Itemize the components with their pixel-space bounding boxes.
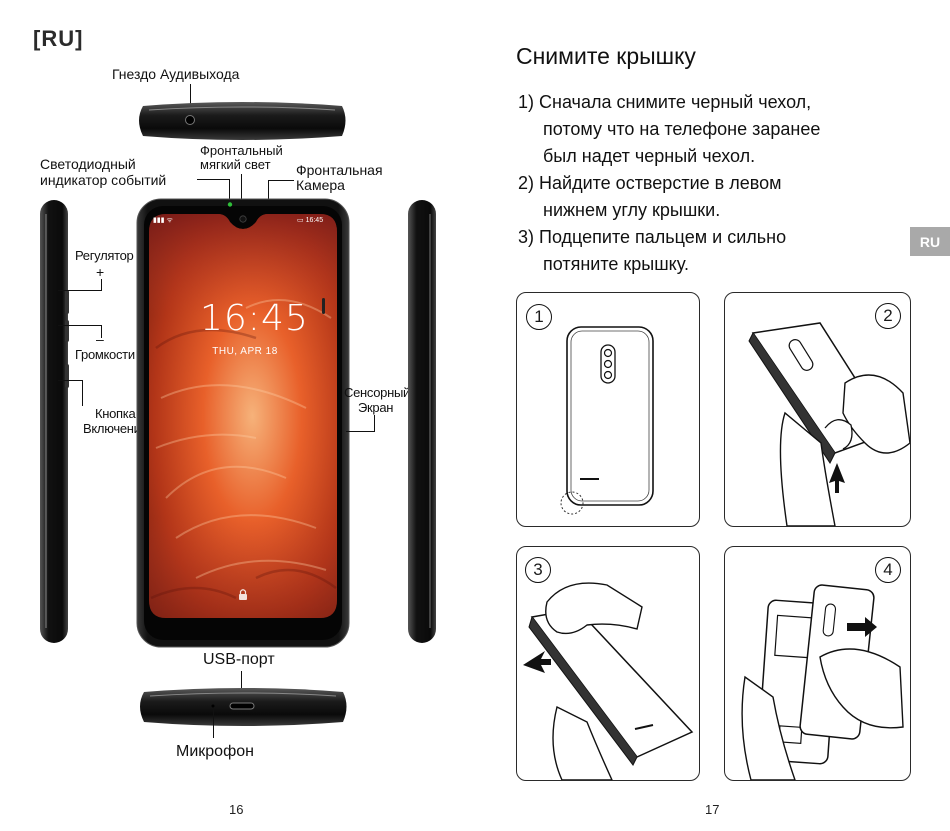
phone-right-side (408, 200, 436, 643)
led-indicator-icon (227, 202, 233, 207)
audio-jack-icon (185, 115, 195, 125)
step-2-line1: 2) Найдите остверстие в левом (518, 173, 782, 193)
power-key (65, 364, 69, 388)
section-title: Снимите крышку (516, 43, 696, 69)
phone-bottom-edge (140, 688, 347, 726)
lock-icon (239, 594, 247, 600)
front-camera-icon (239, 215, 247, 223)
label-power-line1: Кнопка (94, 406, 136, 421)
battery-icon: ▭ (297, 217, 304, 224)
step-3: 3) Подцепите пальцем и сильно потяните к… (518, 224, 820, 278)
lockscreen-clock: 16:45 (200, 298, 309, 339)
step-1: 1) Сначала снимите черный чехол, потому … (518, 89, 820, 170)
lockscreen-date: THU, APR 18 (212, 346, 278, 357)
status-bar-signal: ▮▮▮ ᯤ (153, 217, 173, 224)
label-led-line2: индикатор событий (40, 172, 167, 188)
leader-usb (241, 671, 243, 705)
label-touch-line2: Экран (358, 400, 394, 415)
illustration-panel-4: 4 (724, 546, 911, 781)
label-touch-line1: Сенсорный (344, 385, 410, 400)
label-touch-screen: Сенсорный Экран (344, 385, 410, 415)
language-side-tab: RU (910, 227, 950, 256)
leader-front-light (241, 174, 243, 204)
panel-2-number: 2 (875, 303, 901, 329)
leader-volume-plus-v (101, 279, 103, 291)
illustration-panel-1: 1 (516, 292, 700, 527)
language-tag: [RU] (33, 26, 84, 51)
notch-hole-highlight (560, 491, 584, 515)
status-bar-right: ▭ 16:45 (297, 216, 323, 224)
pull-cover-illustration (523, 582, 694, 780)
step-1-line3: был надет черный чехол. (543, 146, 756, 166)
step-1-line1: 1) Сначала снимите черный чехол, (518, 92, 812, 112)
label-power: Кнопка Включения (83, 406, 148, 436)
step-3-line1: 3) Подцепите пальцем и сильно (518, 227, 787, 247)
label-front-light-line2: мягкий свет (200, 157, 271, 172)
step-2: 2) Найдите остверстие в левом нижнем угл… (518, 170, 820, 224)
leader-camera-h (268, 180, 294, 182)
leader-touch-v (374, 415, 376, 431)
label-usb-port: USB-порт (203, 651, 275, 668)
volume-down-key (65, 320, 69, 342)
illustration-panel-2: 2 (724, 292, 911, 527)
label-volume-bottom: Громкости (75, 347, 135, 362)
panel-3-number: 3 (525, 557, 551, 583)
page-number-left: 16 (229, 802, 244, 817)
label-microphone: Микрофон (176, 743, 254, 760)
volume-up-key (65, 290, 69, 314)
label-led-indicator: Светодиодный индикатор событий (40, 156, 166, 188)
usb-port-icon (229, 702, 255, 710)
step-3-line2: потяните крышку. (543, 254, 689, 274)
leader-led-h (197, 179, 229, 181)
leader-volume-minus-v (101, 325, 103, 338)
microphone-hole-icon (211, 704, 215, 708)
step-2-line2: нижнем углу крышки. (543, 200, 721, 220)
leader-power-v (82, 380, 84, 406)
label-front-light: Фронтальный мягкий свет (200, 144, 283, 172)
leader-touch-h (346, 431, 375, 433)
label-front-camera-line1: Фронтальная (296, 162, 383, 178)
label-volume-top: Регулятор (75, 248, 134, 263)
label-front-light-line1: Фронтальный (200, 143, 283, 158)
cover-removed-illustration (741, 584, 904, 780)
label-volume-minus: – (96, 331, 104, 347)
label-front-camera: Фронтальная Камера (296, 163, 383, 193)
arrow-pull-icon (847, 617, 877, 637)
leader-camera-v (268, 180, 270, 204)
panel-4-number: 4 (875, 557, 901, 583)
arrow-up-icon (829, 463, 845, 493)
leader-led-v (229, 179, 231, 203)
leader-audio-jack (190, 84, 192, 112)
leader-volume-plus-h (58, 290, 102, 292)
label-led-line1: Светодиодный (40, 156, 136, 172)
page-number-right: 17 (705, 802, 720, 817)
label-power-line2: Включения (83, 421, 148, 436)
label-audio-jack: Гнездо Аудивыхода (112, 66, 240, 82)
label-volume-plus: + (96, 264, 105, 280)
leader-mic (213, 708, 215, 738)
leader-power-h (58, 380, 82, 382)
instruction-steps: 1) Сначала снимите черный чехол, потому … (518, 89, 820, 278)
phone-top-edge (139, 102, 346, 140)
phone-front (136, 198, 350, 648)
phone-back-illustration (560, 326, 654, 515)
panel-1-number: 1 (526, 304, 552, 330)
status-time: 16:45 (305, 217, 324, 224)
label-front-camera-line2: Камера (296, 177, 345, 193)
arrow-right-icon (523, 651, 551, 673)
step-1-line2: потому что на телефоне заранее (543, 119, 821, 139)
leader-volume-minus-h (58, 325, 102, 327)
remove-case-illustration (748, 322, 910, 526)
phone-left-side (40, 200, 69, 643)
illustration-panel-3: 3 (516, 546, 700, 781)
